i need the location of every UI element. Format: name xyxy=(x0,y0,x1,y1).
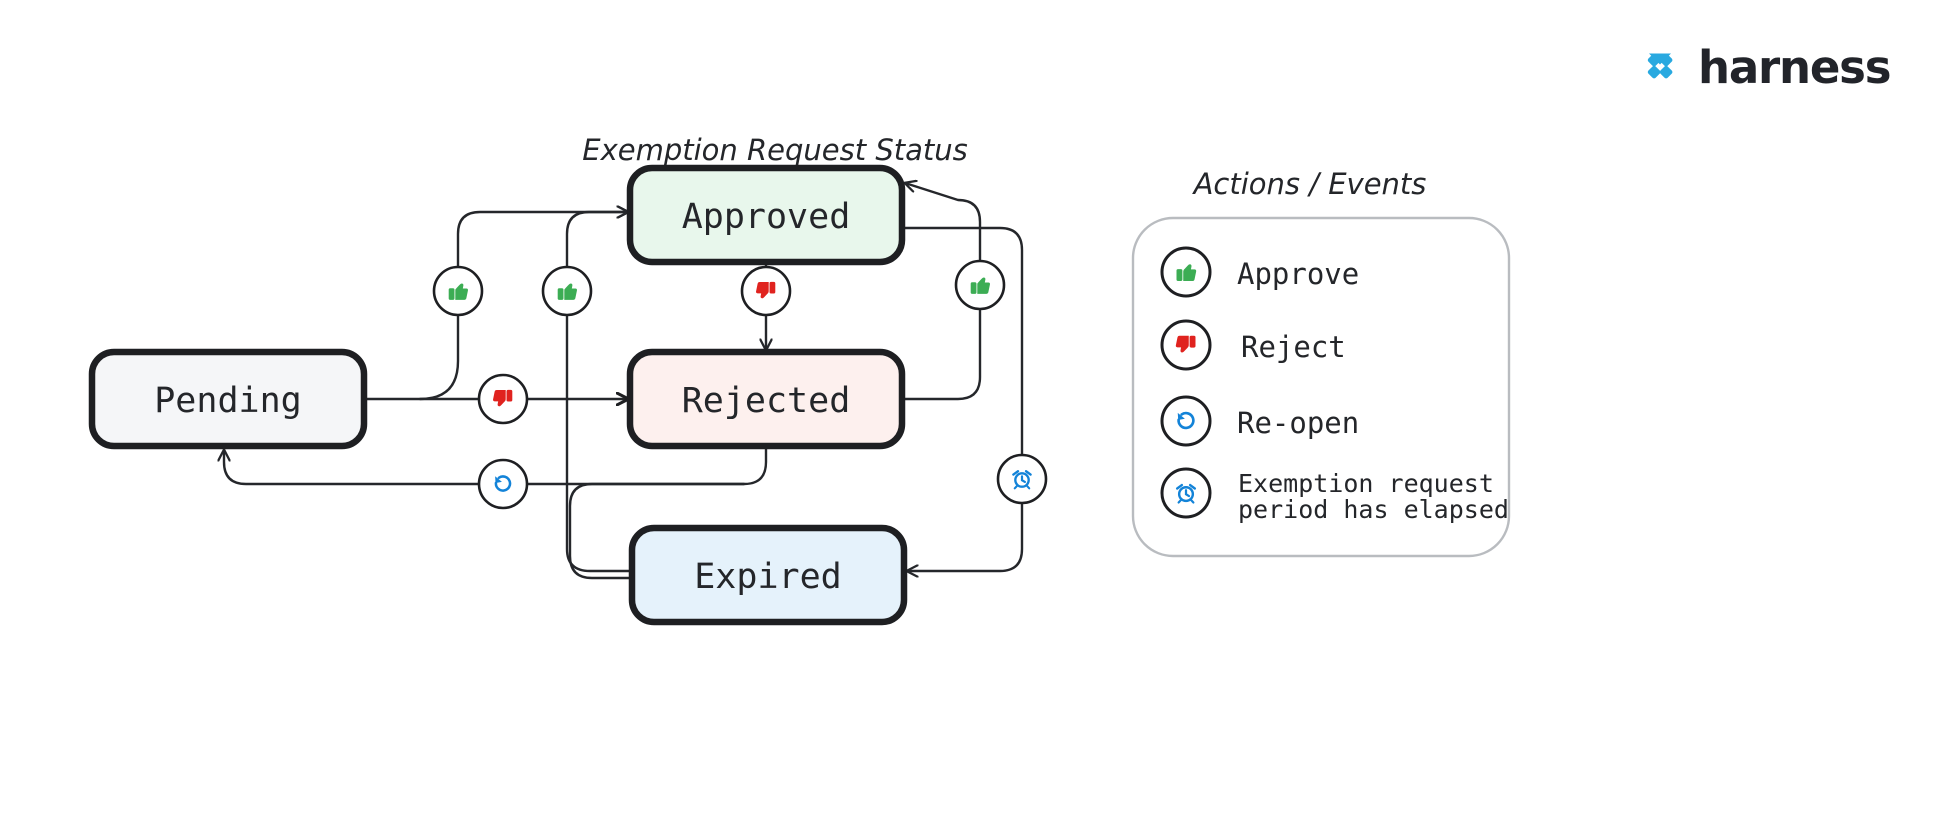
legend-icon-badge-approve xyxy=(1160,246,1212,298)
node-expired-label: Expired xyxy=(694,557,842,597)
legend-item-approve[interactable]: Approve xyxy=(1160,246,1359,298)
legend-icon-badge-reopen xyxy=(1160,395,1212,447)
alarm-clock-icon xyxy=(1175,483,1197,504)
badge-circle xyxy=(1160,395,1212,447)
edge-badge-pending-approved[interactable] xyxy=(432,265,484,317)
node-layer: Pending Approved Rejected Expired xyxy=(88,164,908,626)
node-rejected-box xyxy=(626,348,906,450)
alarm-clock-icon xyxy=(1012,470,1032,490)
edge-approved-expired xyxy=(903,226,1024,571)
node-pending-label: Pending xyxy=(154,381,302,421)
edge-badge-pending-rejected[interactable] xyxy=(477,373,529,425)
node-approved-label: Approved xyxy=(682,197,851,237)
legend-panel xyxy=(1131,216,1511,558)
edge-badge-expired-approved[interactable] xyxy=(541,265,593,317)
edge-expired-pending xyxy=(568,482,746,580)
legend-item-reject[interactable]: Reject xyxy=(1160,319,1346,371)
legend-label-approve: Approve xyxy=(1237,257,1359,291)
edge-badge-layer xyxy=(432,259,1048,510)
legend-icon-badge-elapsed xyxy=(1160,467,1212,519)
legend: Actions / Events Approve Reject Re-op xyxy=(1131,167,1511,558)
badge-circle xyxy=(477,458,529,510)
edge-badge-approved-expired[interactable] xyxy=(996,453,1048,505)
legend-label-elapsed-line2: period has elapsed xyxy=(1238,495,1509,524)
edge-badge-reopen[interactable] xyxy=(477,458,529,510)
node-pending[interactable]: Pending xyxy=(88,348,368,450)
edge-badge-rejected-approved[interactable] xyxy=(954,259,1006,311)
node-approved[interactable]: Approved xyxy=(626,164,906,266)
legend-item-reopen[interactable]: Re-open xyxy=(1160,395,1359,447)
node-rejected[interactable]: Rejected xyxy=(626,348,906,450)
brand-logo: harness xyxy=(1647,41,1892,94)
legend-label-elapsed-line1: Exemption request xyxy=(1238,469,1494,498)
diagram-title: Exemption Request Status xyxy=(582,133,967,167)
legend-icon-badge-reject xyxy=(1160,319,1212,371)
node-pending-box xyxy=(88,348,368,450)
legend-label-reject: Reject xyxy=(1241,330,1346,364)
harness-diamond-logo-icon xyxy=(1647,53,1673,79)
node-expired[interactable]: Expired xyxy=(628,524,908,626)
node-expired-box xyxy=(628,524,908,626)
legend-title: Actions / Events xyxy=(1192,167,1427,201)
node-rejected-label: Rejected xyxy=(682,381,851,421)
legend-label-reopen: Re-open xyxy=(1237,406,1359,440)
legend-item-elapsed[interactable]: Exemption request period has elapsed xyxy=(1160,467,1509,524)
edge-expired-approved xyxy=(565,212,632,573)
brand-wordmark: harness xyxy=(1698,41,1890,94)
node-approved-box xyxy=(626,164,906,266)
edge-badge-approved-rejected[interactable] xyxy=(740,265,792,317)
